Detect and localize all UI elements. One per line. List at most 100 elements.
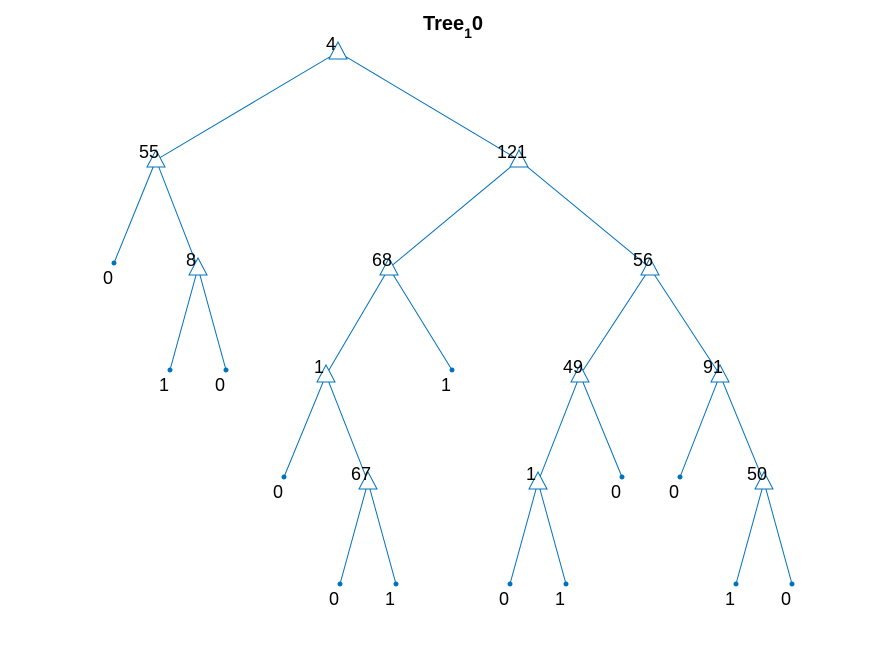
split-triangle-icon: [640, 256, 660, 276]
title-suffix: 0: [472, 13, 483, 35]
split-node: 50: [747, 464, 774, 490]
leaf-node: 0: [103, 260, 117, 288]
split-node: 68: [372, 250, 399, 276]
leaf-node: 0: [273, 474, 287, 502]
tree-edge: [579, 374, 623, 478]
split-triangle-icon: [710, 363, 730, 383]
leaf-dot: [223, 367, 229, 373]
tree-edge: [325, 374, 369, 483]
tree-edge: [339, 481, 369, 585]
leaf-label: 0: [273, 482, 283, 502]
leaf-node: 1: [159, 367, 173, 395]
leaf-dot: [337, 581, 343, 587]
leaf-label: 0: [781, 589, 791, 609]
title-main: Tree: [423, 13, 464, 35]
leaf-label: 0: [103, 268, 113, 288]
leaf-label: 1: [385, 589, 395, 609]
leaf-label: 1: [441, 375, 451, 395]
leaf-node: 0: [781, 581, 795, 609]
split-node: 1: [526, 464, 548, 490]
tree-edge: [537, 481, 567, 585]
tree-edge: [169, 267, 199, 371]
tree-edge: [679, 374, 721, 478]
tree-edge: [735, 481, 765, 585]
tree-edge: [719, 374, 765, 483]
leaf-node: 1: [441, 367, 455, 395]
split-label: 4: [326, 34, 336, 54]
tree-nodes: 4 55 121 0 8 1 0 68 56 1 1 0 67 0 1 49 91 1 0 0 1 0 50 1 0: [103, 34, 795, 609]
leaf-node: 0: [215, 367, 229, 395]
leaf-label: 0: [611, 482, 621, 502]
leaf-label: 1: [555, 589, 565, 609]
leaf-dot: [563, 581, 569, 587]
split-triangle-icon: [528, 470, 548, 490]
split-label: 67: [351, 464, 371, 484]
split-label: 49: [563, 357, 583, 377]
split-triangle-icon: [146, 148, 166, 168]
tree-edges: [113, 51, 793, 585]
split-node: 1: [314, 357, 336, 383]
split-label: 56: [633, 250, 653, 270]
tree-edge: [388, 267, 453, 371]
leaf-node: 1: [555, 581, 569, 609]
split-label: 8: [186, 250, 196, 270]
split-triangle-icon: [188, 256, 208, 276]
split-node: 67: [351, 464, 378, 490]
leaf-label: 0: [499, 589, 509, 609]
split-label: 91: [703, 357, 723, 377]
leaf-dot: [281, 474, 287, 480]
tree-edge: [197, 267, 227, 371]
split-node: 49: [563, 357, 590, 383]
split-triangle-icon: [328, 40, 348, 60]
tree-edge: [763, 481, 793, 585]
split-node: 121: [497, 142, 529, 168]
split-triangle-icon: [570, 363, 590, 383]
split-triangle-icon: [358, 470, 378, 490]
leaf-dot: [507, 581, 513, 587]
split-label: 1: [314, 357, 324, 377]
split-node: 8: [186, 250, 208, 276]
tree-edge: [367, 481, 397, 585]
leaf-node: 0: [499, 581, 513, 609]
split-label: 50: [747, 464, 767, 484]
leaf-label: 0: [215, 375, 225, 395]
leaf-dot: [619, 474, 625, 480]
leaf-label: 0: [669, 482, 679, 502]
split-node: 56: [633, 250, 660, 276]
split-node: 91: [703, 357, 730, 383]
leaf-node: 0: [611, 474, 625, 502]
leaf-node: 1: [725, 581, 739, 609]
leaf-dot: [733, 581, 739, 587]
tree-edge: [113, 159, 157, 264]
split-triangle-icon: [509, 148, 529, 168]
tree-edge: [509, 481, 539, 585]
tree-edge: [337, 51, 520, 161]
tree-edge: [388, 159, 520, 269]
leaf-label: 1: [159, 375, 169, 395]
tree-edge: [579, 267, 651, 376]
leaf-node: 0: [329, 581, 343, 609]
split-node: 4: [326, 34, 348, 60]
split-triangle-icon: [316, 363, 336, 383]
leaf-dot: [449, 367, 455, 373]
split-label: 1: [526, 464, 536, 484]
leaf-dot: [167, 367, 173, 373]
split-triangle-icon: [754, 470, 774, 490]
tree-edge: [518, 159, 651, 269]
tree-edge: [325, 267, 390, 376]
split-label: 55: [139, 142, 159, 162]
leaf-node: 1: [385, 581, 399, 609]
split-triangle-icon: [379, 256, 399, 276]
tree-edge: [537, 374, 581, 483]
tree-edge: [649, 267, 721, 376]
leaf-dot: [393, 581, 399, 587]
leaf-dot: [111, 260, 117, 266]
plot-title: Tree10: [423, 13, 483, 41]
title-subscript: 1: [464, 25, 472, 41]
tree-edge: [283, 374, 327, 478]
leaf-node: 0: [669, 474, 683, 502]
leaf-dot: [789, 581, 795, 587]
tree-edge: [155, 51, 339, 161]
split-node: 55: [139, 142, 166, 168]
